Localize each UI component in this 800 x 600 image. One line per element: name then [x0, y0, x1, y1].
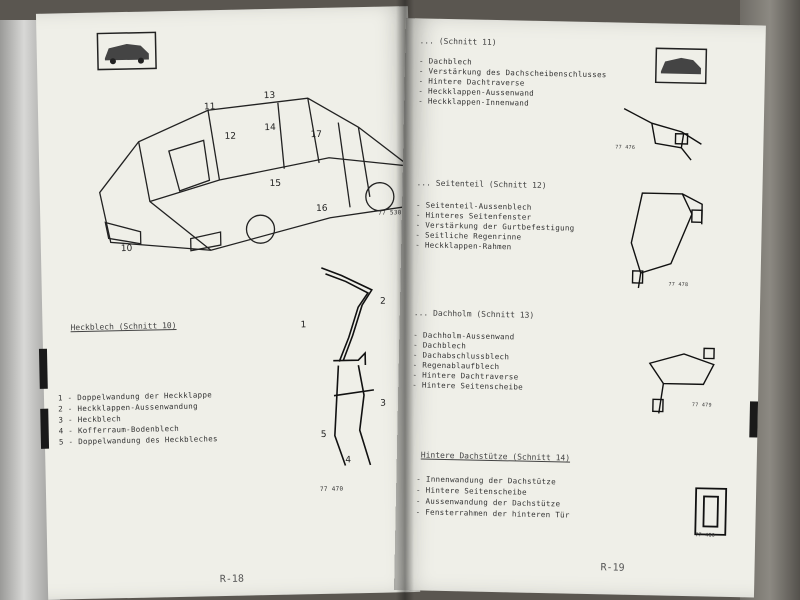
- s11-item-5: - Heckklappen-Innenwand: [418, 96, 530, 108]
- s12-item-5: - Heckklappen-Rahmen: [415, 240, 512, 252]
- index-tab: [40, 408, 50, 449]
- section-12-title: ... Seitenteil (Schnitt 12): [416, 178, 547, 191]
- callout-11: 11: [203, 102, 216, 113]
- left-item-4: 4 - Kofferraum-Bodenblech: [58, 423, 180, 436]
- section-11-diagram: [623, 108, 702, 161]
- callout-12: 12: [224, 131, 237, 142]
- left-page: 11 13 12 14 17 15 16 10 77 530 1 2 3 5 4…: [35, 6, 421, 600]
- section-callout-3: 3: [380, 398, 387, 409]
- left-section-title: Heckblech (Schnitt 10): [70, 320, 177, 333]
- s14-item-4: - Fensterrahmen der hinteren Tür: [415, 507, 570, 520]
- s14-ref: 77 480: [695, 532, 716, 539]
- s13-item-6: - Hintere Seitenscheibe: [412, 380, 524, 392]
- s14-item-2: - Hintere Seitenscheibe: [416, 485, 527, 497]
- car-thumbnail-icon: [96, 31, 157, 71]
- index-tab: [38, 348, 48, 389]
- section-10-diagram: [321, 267, 375, 466]
- callout-17: 17: [310, 129, 323, 141]
- left-item-3: 3 - Heckblech: [58, 414, 122, 425]
- right-page-number: R-19: [600, 562, 625, 574]
- section-12-diagram: [630, 192, 703, 289]
- s13-item-4: - Regenablaufblech: [412, 360, 500, 372]
- book-gutter: [396, 0, 414, 600]
- section-14-title: Hintere Dachstütze (Schnitt 14): [420, 450, 571, 463]
- car-body-diagram: [99, 97, 411, 252]
- section-ref: 77 470: [319, 485, 344, 494]
- section-callout-5: 5: [320, 429, 327, 440]
- section-callout-4: 4: [345, 455, 352, 466]
- callout-16: 16: [315, 203, 328, 215]
- section-13-diagram: [648, 347, 715, 414]
- left-page-number: R-18: [219, 573, 245, 586]
- s14-item-3: - Aussenwandung der Dachstütze: [415, 496, 561, 509]
- s11-item-1: - Dachblech: [419, 56, 473, 67]
- callout-14: 14: [264, 122, 276, 134]
- s13-ref: 77 479: [691, 402, 712, 409]
- callout-13: 13: [263, 90, 276, 102]
- right-page: ... (Schnitt 11) - Dachblech - Verstärku…: [394, 18, 766, 598]
- callout-15: 15: [269, 178, 282, 189]
- left-item-2: 2 - Heckklappen-Aussenwandung: [58, 401, 198, 414]
- index-tab: [749, 401, 759, 438]
- section-callout-1: 1: [300, 320, 307, 331]
- section-11-title: ... (Schnitt 11): [419, 36, 497, 47]
- section-14-diagram: [694, 487, 728, 536]
- callout-10: 10: [120, 243, 133, 255]
- section-callout-2: 2: [379, 296, 386, 307]
- s11-ref: 77 476: [615, 144, 636, 151]
- s12-ref: 77 478: [668, 281, 689, 289]
- left-item-1: 1 - Doppelwandung der Heckklappe: [57, 390, 213, 403]
- car-thumbnail-icon: [654, 47, 708, 85]
- section-13-title: ... Dachholm (Schnitt 13): [413, 308, 535, 320]
- left-item-5: 5 - Doppelwandung des Heckbleches: [58, 434, 218, 447]
- s14-item-1: - Innenwandung der Dachstütze: [416, 474, 557, 487]
- s13-item-2: - Dachblech: [413, 340, 467, 351]
